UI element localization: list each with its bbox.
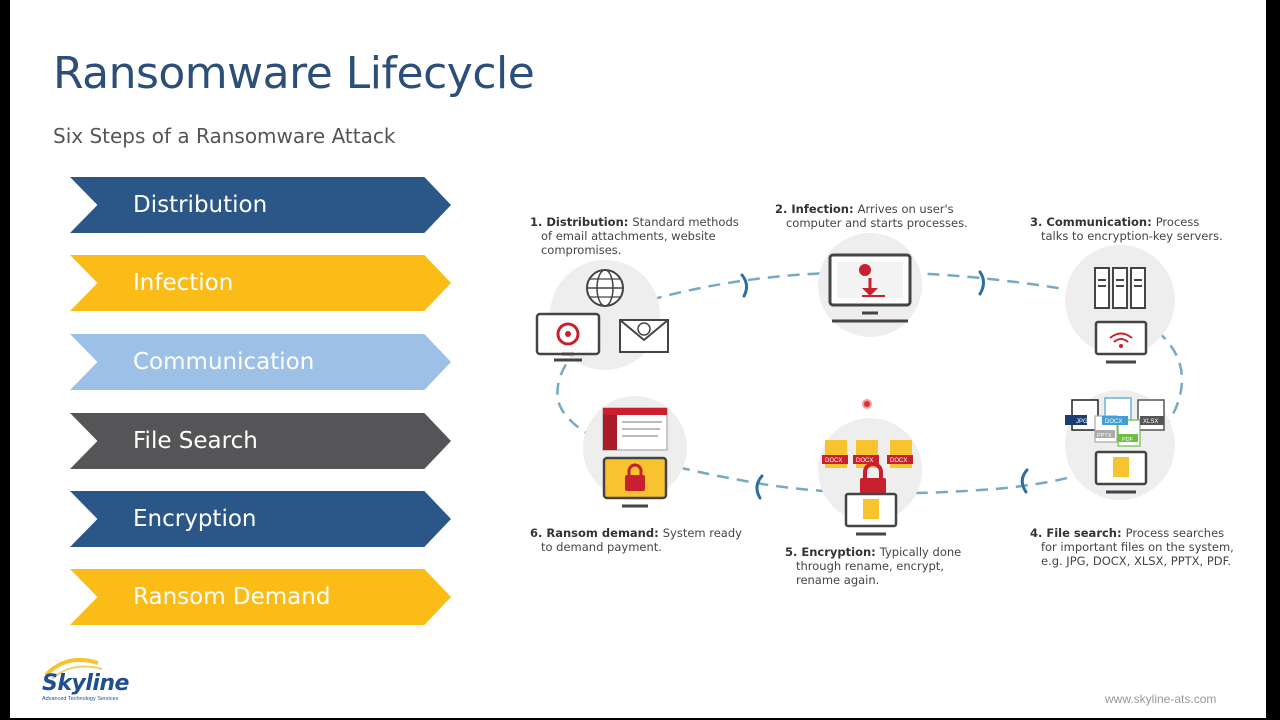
infected-monitor-icon: [535, 312, 601, 362]
encrypt-monitor-icon: [844, 492, 898, 536]
slide: Ransomware Lifecycle Six Steps of a Rans…: [10, 0, 1266, 718]
step-ransom-demand: Ransom Demand: [70, 569, 451, 625]
step-label: File Search: [133, 428, 258, 454]
logo-arc-icon: [44, 658, 103, 680]
step-label: Infection: [133, 270, 234, 296]
caption-distribution: 1. Distribution: Standard methods of ema…: [530, 215, 739, 257]
globe-icon: [586, 269, 624, 307]
search-monitor-icon: [1094, 450, 1148, 494]
step-communication: Communication: [70, 334, 451, 390]
caption-communication: 3. Communication: Process talks to encry…: [1030, 215, 1223, 243]
slide-title: Ransomware Lifecycle: [53, 48, 535, 99]
logo-tagline: Advanced Technology Services: [42, 696, 119, 702]
step-file-search: File Search: [70, 413, 451, 469]
pointer-dot: [862, 399, 872, 409]
cycle-path: [556, 270, 1184, 495]
lifecycle-graphic: JPG DOCX XLSX PPTX PDF DOCX DOCX: [535, 233, 1184, 536]
file-tag: PPTX: [1097, 433, 1112, 439]
step-label: Distribution: [133, 192, 268, 218]
file-tag: DOCX: [890, 458, 907, 464]
arrow-icon: [740, 270, 1029, 500]
step-infection: Infection: [70, 255, 451, 311]
step-label: Encryption: [133, 506, 257, 532]
slide-subtitle: Six Steps of a Ransomware Attack: [53, 124, 396, 148]
lifecycle-diagram: JPG DOCX XLSX PPTX PDF DOCX DOCX: [510, 190, 1260, 600]
logo-name: Skyline: [42, 671, 129, 696]
caption-file-search: 4. File search: Process searches for imp…: [1030, 526, 1234, 568]
step-distribution: Distribution: [70, 177, 451, 233]
download-monitor-icon: [828, 253, 912, 323]
email-icon: [619, 319, 669, 353]
caption-ransom-demand: 6. Ransom demand: System ready to demand…: [530, 526, 742, 554]
locked-files-icon: DOCX DOCX DOCX: [822, 440, 913, 468]
file-tag: JPG: [1076, 419, 1088, 425]
wifi-monitor-icon: [1094, 320, 1148, 364]
step-label: Communication: [133, 349, 315, 375]
file-tag: DOCX: [825, 458, 842, 464]
file-tag: PDF: [1122, 437, 1134, 443]
caption-infection: 2. Infection: Arrives on user's computer…: [775, 202, 968, 230]
ransom-window-icon: [602, 407, 668, 451]
caption-encryption: 5. Encryption: Typically done through re…: [785, 545, 962, 587]
server-icon: [1094, 267, 1146, 309]
file-documents-icon: JPG DOCX XLSX PPTX PDF: [1065, 397, 1165, 447]
locked-monitor-icon: [602, 456, 668, 508]
skyline-logo: Skyline Advanced Technology Services: [32, 655, 142, 707]
step-label: Ransom Demand: [133, 584, 331, 610]
file-tag: XLSX: [1143, 419, 1158, 425]
website-url: www.skyline-ats.com: [1105, 692, 1217, 706]
file-tag: DOCX: [1105, 419, 1122, 425]
step-encryption: Encryption: [70, 491, 451, 547]
file-tag: DOCX: [856, 458, 873, 464]
